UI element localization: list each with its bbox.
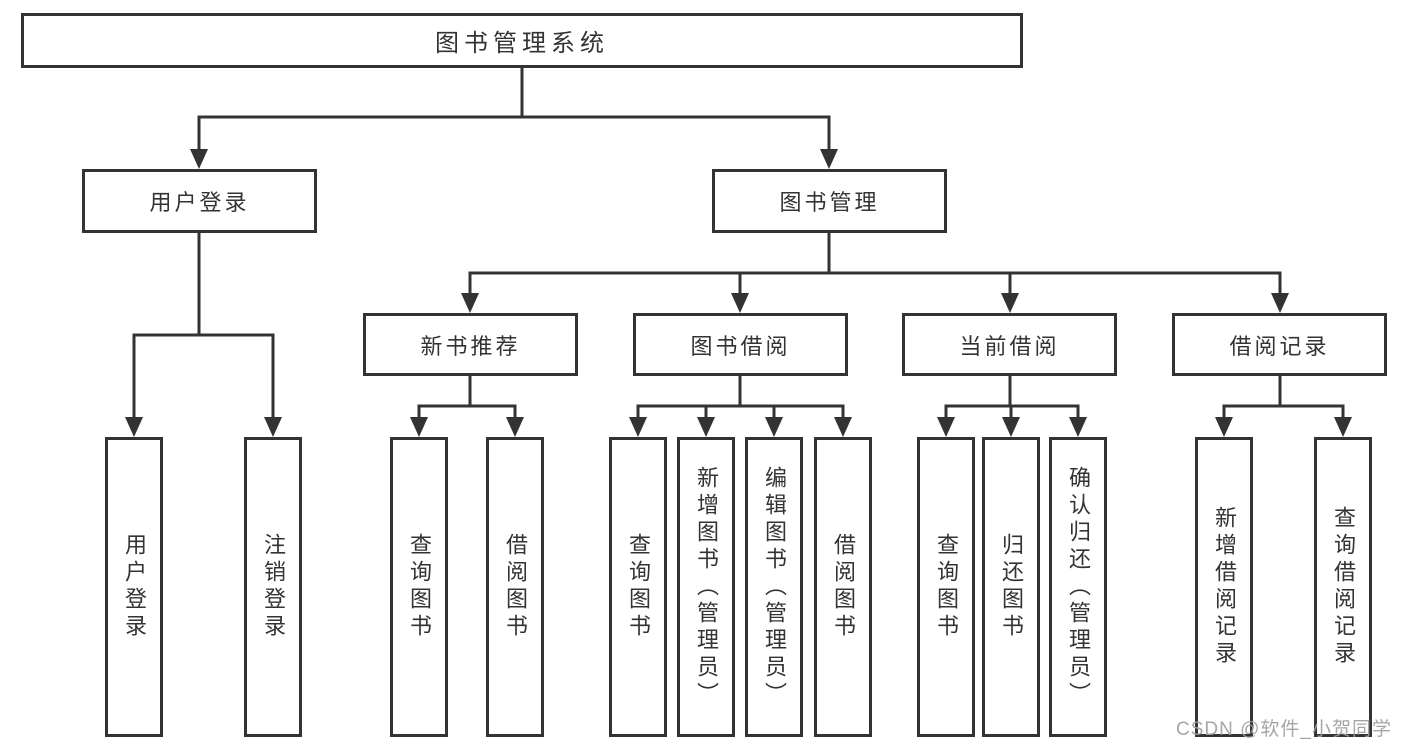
- watermark-text: CSDN @软件_小贺同学: [1176, 719, 1392, 740]
- leaf-query-borrow-record: 查询借阅记录: [1314, 437, 1372, 737]
- node-book-management: 图书管理: [712, 169, 947, 233]
- leaf-edit-book-admin: 编辑图书（管理员）: [745, 437, 803, 737]
- leaf-edit-book-admin-label: 编辑图书（管理员）: [762, 465, 787, 709]
- node-root-library-system: 图书管理系统: [21, 13, 1023, 68]
- leaf-add-borrow-record-label: 新增借阅记录: [1212, 506, 1237, 668]
- leaf-confirm-return-admin-label: 确认归还（管理员）: [1066, 465, 1091, 709]
- leaf-return-book: 归还图书: [982, 437, 1040, 737]
- node-user-login: 用户登录: [82, 169, 317, 233]
- node-new-book-recommend-label: 新书推荐: [420, 333, 521, 359]
- connector-new-book-recommend-children: [410, 374, 524, 437]
- leaf-query-books-current-label: 查询图书: [934, 533, 959, 641]
- leaf-add-book-admin-label: 新增图书（管理员）: [694, 465, 719, 709]
- leaf-borrow-books-recommend: 借阅图书: [486, 437, 544, 737]
- leaf-user-login-label: 用户登录: [122, 533, 147, 641]
- node-borrow-records-label: 借阅记录: [1229, 333, 1330, 359]
- leaf-confirm-return-admin: 确认归还（管理员）: [1049, 437, 1107, 737]
- leaf-query-books-recommend: 查询图书: [390, 437, 448, 737]
- connector-root-to-level2: [190, 66, 838, 169]
- node-user-login-label: 用户登录: [149, 190, 250, 215]
- leaf-query-books-borrow-label: 查询图书: [626, 533, 651, 641]
- connector-book-borrow-children: [629, 374, 852, 437]
- node-book-management-label: 图书管理: [779, 190, 880, 215]
- node-book-borrow: 图书借阅: [633, 313, 848, 376]
- leaf-query-borrow-record-label: 查询借阅记录: [1331, 506, 1356, 668]
- node-book-borrow-label: 图书借阅: [690, 333, 791, 359]
- node-borrow-records: 借阅记录: [1172, 313, 1387, 376]
- leaf-user-login: 用户登录: [105, 437, 163, 737]
- leaf-return-book-label: 归还图书: [999, 533, 1024, 641]
- connector-book-management-level3: [461, 231, 1289, 313]
- connector-user-login-children: [125, 231, 282, 437]
- node-current-borrow: 当前借阅: [902, 313, 1117, 376]
- leaf-query-books-current: 查询图书: [917, 437, 975, 737]
- leaf-borrow-books-recommend-label: 借阅图书: [503, 533, 528, 641]
- leaf-query-books-recommend-label: 查询图书: [407, 533, 432, 641]
- connector-current-borrow-children: [937, 374, 1087, 437]
- leaf-borrow-books-label: 借阅图书: [831, 533, 856, 641]
- leaf-logout-label: 注销登录: [261, 533, 286, 641]
- leaf-add-book-admin: 新增图书（管理员）: [677, 437, 735, 737]
- leaf-query-books-borrow: 查询图书: [609, 437, 667, 737]
- node-root-label: 图书管理系统: [435, 30, 609, 57]
- node-current-borrow-label: 当前借阅: [959, 333, 1060, 359]
- connector-borrow-records-children: [1215, 374, 1352, 437]
- leaf-logout: 注销登录: [244, 437, 302, 737]
- leaf-borrow-books: 借阅图书: [814, 437, 872, 737]
- leaf-add-borrow-record: 新增借阅记录: [1195, 437, 1253, 737]
- node-new-book-recommend: 新书推荐: [363, 313, 578, 376]
